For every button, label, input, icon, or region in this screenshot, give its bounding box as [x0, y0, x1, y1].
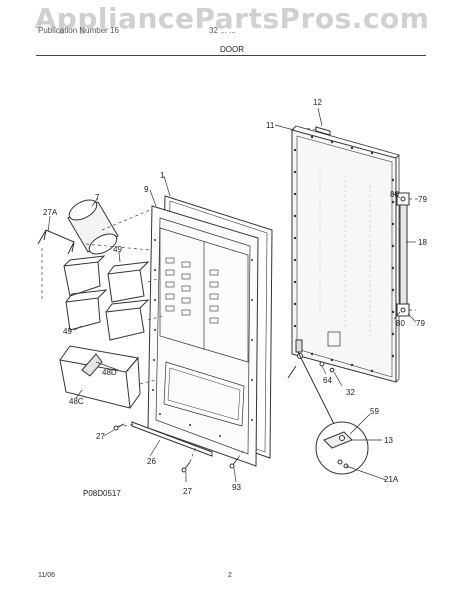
callout-48c: 48C [69, 397, 84, 406]
callout-49-upper: 49 [113, 245, 122, 254]
door-bin-upper-right [107, 261, 150, 303]
figure-code: P08D0517 [83, 489, 121, 498]
callout-48d: 48D [102, 368, 117, 377]
header-rule [36, 55, 426, 56]
page-title: DOOR [220, 45, 244, 54]
hinge-detail [297, 351, 369, 475]
header-publication: Publication Number 16 [38, 26, 119, 35]
callout-13: 13 [384, 436, 393, 445]
header-model: 32 ... ... [209, 26, 236, 35]
screw-27-b [181, 461, 191, 473]
callout-21a: 21A [384, 475, 399, 484]
screw-27-a [113, 423, 125, 431]
callout-27a-label: 27A [43, 208, 58, 217]
callout-12: 12 [313, 98, 322, 107]
footer-date: 11/06 [38, 572, 55, 579]
watermark-logo: AppliancePartsPros.com [34, 2, 430, 35]
bin-cover [81, 353, 103, 377]
callout-27-left: 27 [96, 432, 105, 441]
page-number: 2 [228, 572, 232, 579]
callout-79-top: 79 [418, 195, 427, 204]
callout-80-top: 80 [390, 190, 399, 199]
callout-64: 64 [323, 376, 332, 385]
door-handle [396, 192, 410, 317]
dairy-cover [67, 199, 119, 255]
callout-32: 32 [346, 388, 355, 397]
callout-79-bottom: 79 [416, 319, 425, 328]
screw-93 [229, 457, 239, 469]
callout-1: 1 [160, 171, 165, 180]
callout-80-bottom: 80 [396, 319, 405, 328]
callout-26: 26 [147, 457, 156, 466]
callout-11: 11 [266, 121, 275, 130]
callout-7: 7 [95, 193, 100, 202]
callout-9: 9 [144, 185, 149, 194]
lower-hinge-cluster [287, 339, 335, 379]
callout-59: 59 [370, 407, 379, 416]
callout-49-lower: 49 [63, 327, 72, 336]
door-bin-upper-left [63, 255, 106, 297]
callout-93: 93 [232, 483, 241, 492]
callout-18: 18 [418, 238, 427, 247]
door-bin-lower-right [105, 299, 150, 341]
outer-door-panel [291, 125, 400, 383]
shelf-bracket [37, 229, 75, 255]
door-bin-lower-left [65, 289, 108, 331]
callout-27-bottom: 27 [183, 487, 192, 496]
door-bin-large [59, 345, 141, 409]
inner-door-liner [147, 205, 259, 467]
